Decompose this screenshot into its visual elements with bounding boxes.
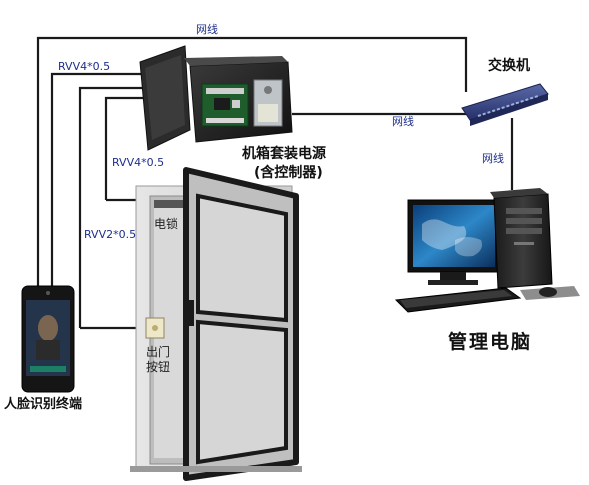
exit-button-label-line2: 按钮 (146, 359, 170, 374)
network-label-right: 网线 (482, 151, 504, 165)
electric-lock (154, 200, 188, 208)
rvv2-label: RVV2*0.5 (84, 228, 136, 241)
network-label-top: 网线 (196, 22, 218, 36)
switch-label: 交换机 (488, 57, 530, 74)
cabinet-label-line1: 机箱套装电源 (242, 145, 326, 162)
cabinet-label-line2: (含控制器) (254, 164, 323, 181)
rvv4-label-top: RVV4*0.5 (58, 60, 110, 73)
management-pc (394, 188, 580, 313)
network-switch (461, 83, 549, 126)
text-labels: 网线 RVV4*0.5 网线 网线 RVV4*0.5 RVV2*0.5 交换机 … (4, 22, 532, 412)
rvv2-cable-exit-button (78, 86, 160, 328)
rvv4-label-mid: RVV4*0.5 (112, 156, 164, 169)
rvv4-cable-terminal-cabinet (50, 72, 150, 287)
controller-cabinet (139, 45, 293, 151)
network-label-mid: 网线 (392, 114, 414, 128)
network-cable-terminal-switch (36, 36, 468, 287)
door-assembly (130, 167, 302, 481)
pc-label: 管理电脑 (448, 330, 532, 353)
face-recognition-terminal (21, 285, 75, 393)
exit-button-label-line1: 出门 (146, 344, 170, 359)
lock-label: 电锁 (154, 216, 178, 231)
cables (36, 36, 514, 330)
terminal-label: 人脸识别终端 (4, 396, 82, 412)
